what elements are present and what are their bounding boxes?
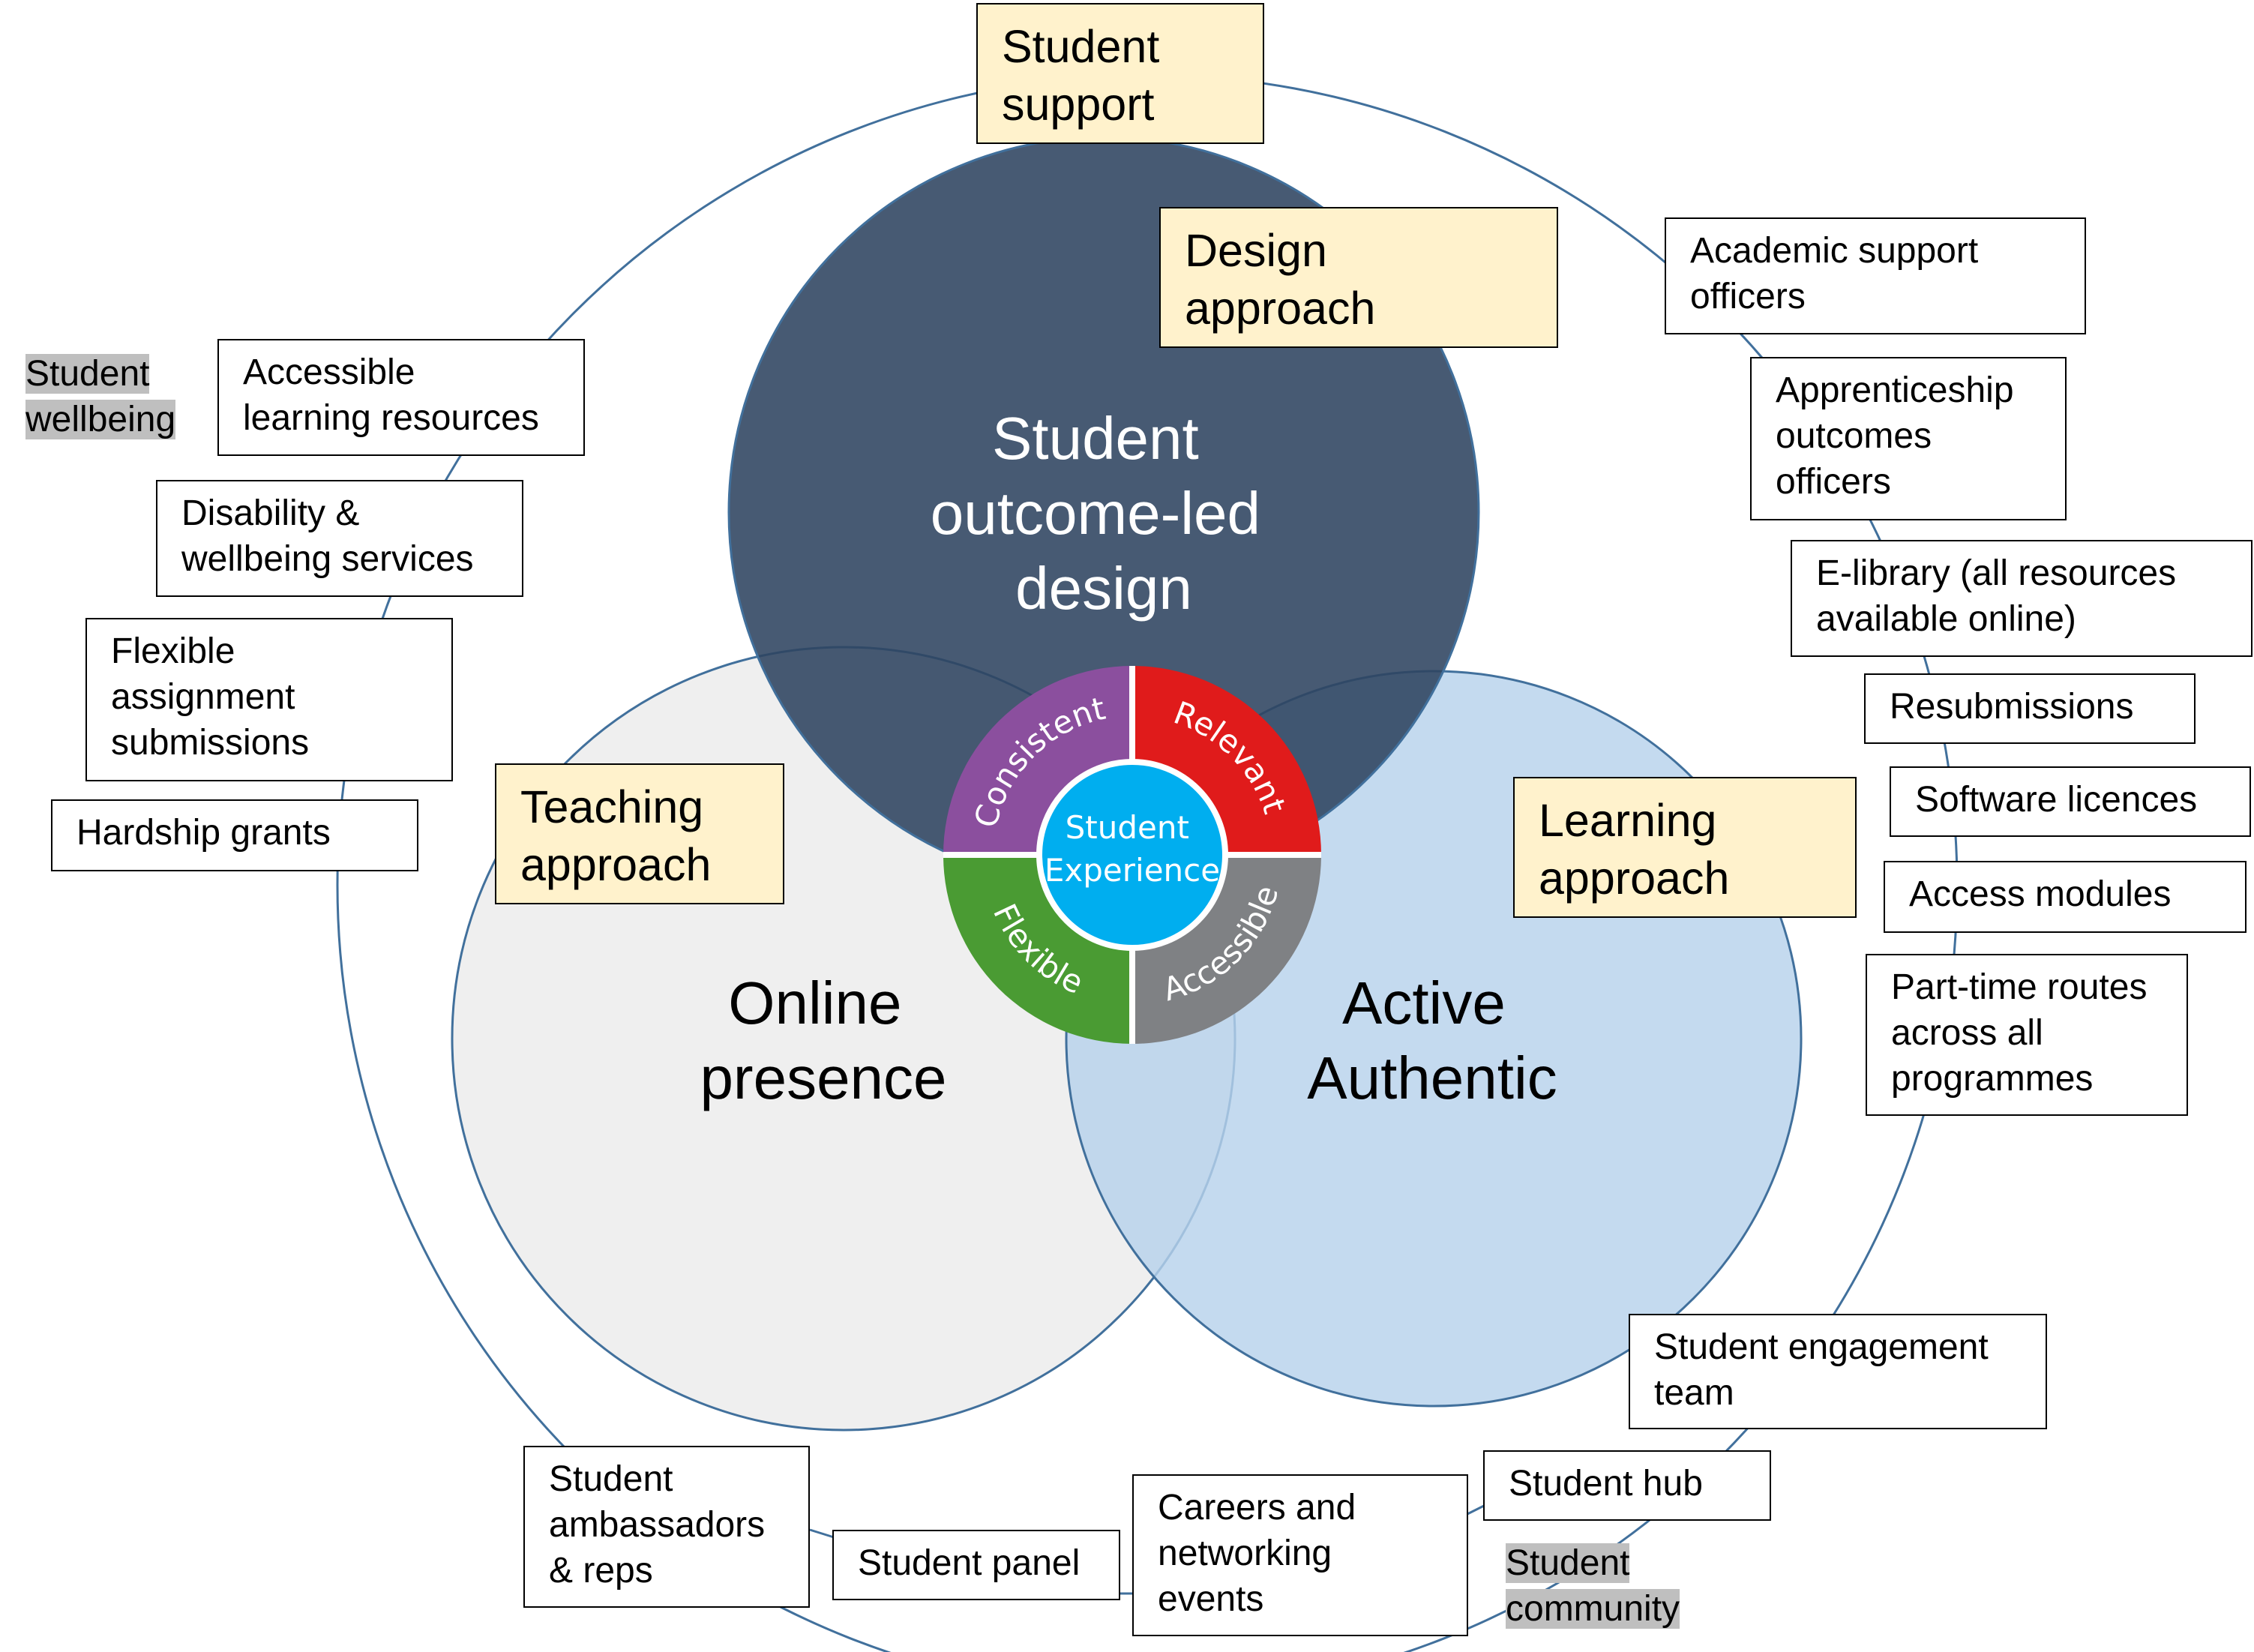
academic-support-officers-box: Academic support officers [1665, 217, 2086, 334]
design-circle-label: Student outcome-led design [931, 405, 1277, 622]
flexible-assignment-submissions-box: Flexible assignment submissions [85, 618, 453, 781]
learning-circle-label: Active Authentic [1307, 970, 1557, 1111]
resubmissions-box: Resubmissions [1864, 673, 2196, 744]
accessible-learning-resources-box: Accessible learning resources [217, 339, 585, 456]
student-panel-box: Student panel [832, 1530, 1120, 1600]
e-library-box: E-library (all resources available onlin… [1791, 540, 2253, 657]
learning-approach-heading: Learning approach [1513, 777, 1857, 918]
relevant-segment [1132, 666, 1321, 855]
student-experience-wheel: Consistent Relevant Flexible Accessible … [943, 666, 1321, 1044]
teaching-circle-label: Online presence [700, 970, 946, 1111]
student-experience-label: Student Experience [1045, 809, 1220, 889]
disability-wellbeing-services-box: Disability & wellbeing services [156, 480, 523, 597]
student-engagement-team-box: Student engagement team [1629, 1314, 2047, 1429]
student-support-heading: Student support [976, 3, 1264, 144]
hardship-grants-box: Hardship grants [51, 799, 418, 871]
flexible-segment [943, 855, 1132, 1044]
apprenticeship-outcomes-officers-box: Apprenticeship outcomes officers [1750, 357, 2067, 520]
teaching-approach-heading: Teaching approach [495, 763, 784, 904]
part-time-routes-box: Part-time routes across all programmes [1866, 954, 2188, 1116]
consistent-segment [943, 666, 1132, 855]
access-modules-box: Access modules [1884, 861, 2247, 933]
software-licences-box: Software licences [1890, 766, 2251, 837]
careers-networking-events-box: Careers and networking events [1132, 1474, 1468, 1636]
accessible-segment [1132, 855, 1321, 1044]
student-hub-box: Student hub [1483, 1450, 1771, 1521]
student-ambassadors-reps-box: Student ambassadors & reps [523, 1446, 810, 1608]
wheel-center [1036, 759, 1228, 951]
design-approach-heading: Design approach [1159, 207, 1558, 348]
